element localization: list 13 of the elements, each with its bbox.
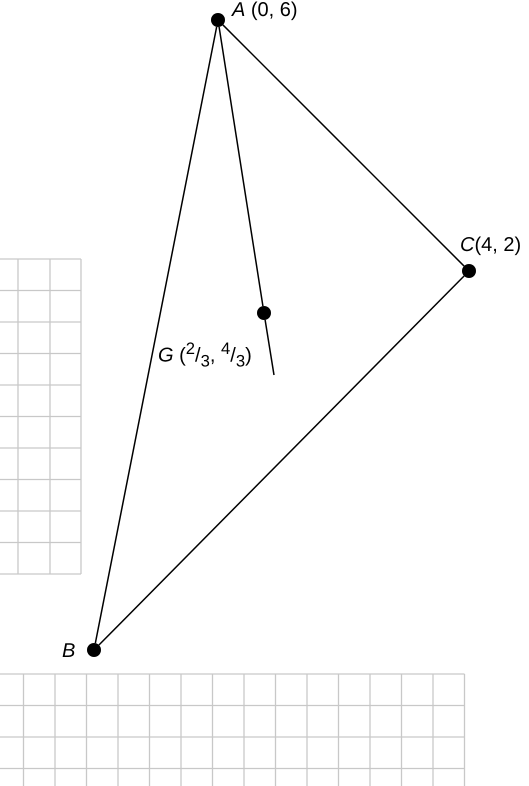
line-segment	[98, 275, 465, 646]
line-segment	[94, 26, 218, 644]
point-dot	[211, 13, 225, 27]
line-segment	[222, 24, 465, 267]
point-dot	[87, 643, 101, 657]
point-label: G ($^{2}$/$_{3}$, $^{4}$/$_{3}$)	[158, 341, 252, 370]
point-label: C(4, 2)	[460, 235, 522, 255]
point-dot	[462, 264, 476, 278]
line-segment	[264, 320, 275, 376]
point-dot	[257, 306, 271, 320]
line-segment	[218, 26, 264, 306]
point-label: B	[62, 641, 76, 661]
point-label: A (0, 6)	[232, 0, 298, 20]
